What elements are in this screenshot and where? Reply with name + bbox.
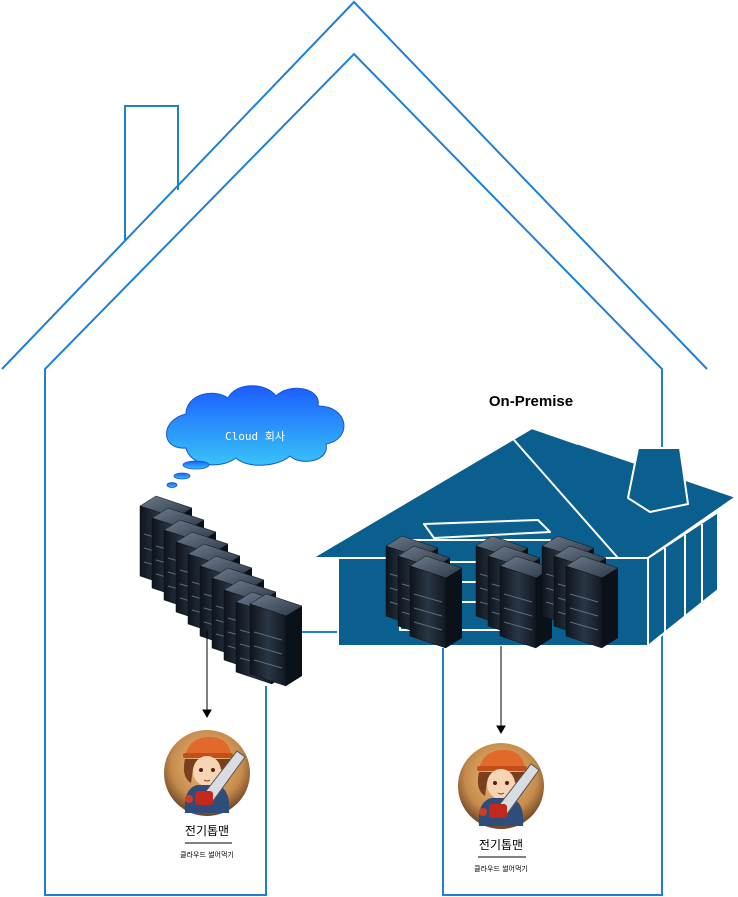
profile-name: 전기톱맨 bbox=[185, 824, 229, 838]
profile-left: 전기톱맨 클라우드 썰어먹기 bbox=[163, 729, 251, 859]
chainsaw-man-avatar bbox=[163, 729, 251, 817]
cloud-shape bbox=[166, 385, 345, 466]
server-rack-icon bbox=[249, 593, 303, 687]
cloud-server-row bbox=[139, 495, 303, 687]
thought-dot-large bbox=[182, 460, 210, 470]
profile-name: 전기톱맨 bbox=[479, 838, 523, 852]
server-rack-icon bbox=[565, 555, 619, 649]
cloud-label: Cloud 회사 bbox=[225, 430, 285, 443]
profile-subtitle: 클라우드 썰어먹기 bbox=[180, 850, 234, 859]
outer-roof-line bbox=[1, 0, 708, 370]
onprem-arrow-head bbox=[496, 725, 506, 735]
server-rack-icon bbox=[409, 555, 463, 649]
profile-right: 전기톱맨 클라우드 썰어먹기 bbox=[457, 742, 545, 873]
profile-subtitle: 클라우드 썰어먹기 bbox=[474, 864, 528, 873]
thought-dot-medium bbox=[173, 472, 191, 480]
chimney-line bbox=[124, 105, 179, 240]
onprem-roof-ridge bbox=[489, 427, 579, 445]
onprem-chimney bbox=[627, 447, 689, 513]
thought-dot-small bbox=[166, 482, 178, 488]
left-wall-line bbox=[44, 52, 663, 896]
chainsaw-man-avatar bbox=[457, 742, 545, 830]
onprem-roof-line bbox=[513, 439, 619, 559]
arrows bbox=[202, 630, 506, 735]
onprem-title: On-Premise bbox=[489, 393, 573, 410]
onprem-door-top bbox=[423, 519, 551, 539]
cloud-arrow-head bbox=[202, 709, 212, 719]
cloud-thought-bubble: Cloud 회사 bbox=[166, 385, 345, 488]
house-outline bbox=[1, 0, 708, 896]
